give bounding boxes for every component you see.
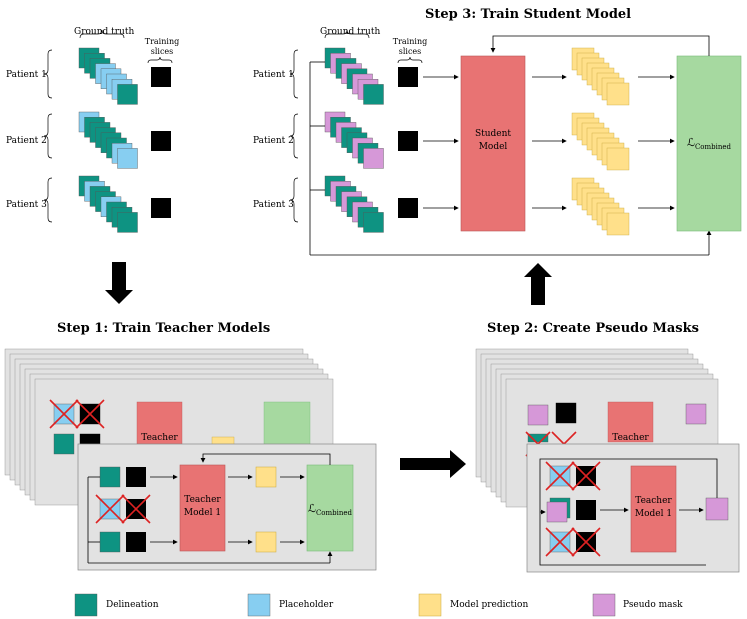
big-arrow-right bbox=[400, 450, 466, 478]
legend-label-pseudo: Pseudo mask bbox=[623, 600, 683, 610]
step2-title: Step 2: Create Pseudo Masks bbox=[487, 321, 699, 336]
ground-truth-overview bbox=[43, 29, 173, 233]
teacher-loss-box bbox=[306, 464, 354, 552]
legend-swatch-placeholder bbox=[247, 593, 271, 617]
training-slice-image bbox=[151, 131, 171, 151]
patient-3-label: Patient 3 bbox=[6, 200, 47, 210]
loss-combined-label: ℒCombined bbox=[687, 136, 731, 152]
loss-combined-box bbox=[676, 55, 742, 232]
legend-label-placeholder: Placeholder bbox=[279, 600, 334, 610]
partial-delineation bbox=[527, 433, 549, 443]
ground-truth-slice bbox=[117, 212, 138, 233]
ground-truth-slice bbox=[117, 148, 138, 169]
legend-swatch-pseudo bbox=[592, 593, 616, 617]
ground-truth-label: Ground truth bbox=[74, 27, 135, 37]
patient-3-label-step3: Patient 3 bbox=[253, 200, 294, 210]
patient-1-label-step3: Patient 1 bbox=[253, 70, 294, 80]
training-slice-image bbox=[151, 198, 171, 218]
patient-1-label: Patient 1 bbox=[6, 70, 47, 80]
partial-teacher-box bbox=[607, 401, 654, 443]
legend-label-prediction: Model prediction bbox=[450, 600, 529, 610]
prediction-slice bbox=[606, 82, 630, 106]
step3-diagram bbox=[289, 29, 742, 256]
partial-delineation bbox=[53, 433, 75, 455]
legend-swatch-delineation bbox=[74, 593, 98, 617]
prediction-slice bbox=[606, 212, 630, 236]
patient-2-label-step3: Patient 2 bbox=[253, 136, 294, 146]
teacher-loss-label: ℒCombined bbox=[308, 502, 352, 518]
ground-truth-slice bbox=[363, 148, 384, 169]
prediction-slice bbox=[606, 147, 630, 171]
step1-diagram bbox=[4, 348, 377, 571]
ground-truth-slice bbox=[363, 212, 384, 233]
training-slice-image bbox=[151, 67, 171, 87]
student-model-box bbox=[460, 55, 526, 232]
big-arrow-up bbox=[524, 263, 552, 305]
legend-label-delineation: Delineation bbox=[106, 600, 159, 610]
partial-slice bbox=[555, 402, 577, 424]
exclusion-cross bbox=[49, 399, 79, 429]
teacher-model-box bbox=[179, 464, 226, 552]
step1-title: Step 1: Train Teacher Models bbox=[57, 321, 271, 336]
ground-truth-slice bbox=[117, 84, 138, 105]
ground-truth-slice bbox=[363, 84, 384, 105]
teacher-model-box-2 bbox=[630, 465, 677, 553]
patient-2-label: Patient 2 bbox=[6, 136, 47, 146]
partial-pseudo bbox=[527, 404, 549, 426]
step2-diagram bbox=[475, 348, 740, 573]
exclusion-cross bbox=[75, 399, 105, 429]
legend-swatch-prediction bbox=[418, 593, 442, 617]
teacher-partial-label-2: Teacher bbox=[612, 433, 649, 443]
partial-pseudo-out bbox=[685, 403, 707, 425]
ground-truth-label-step3: Ground truth bbox=[320, 27, 381, 37]
teacher-partial-label: Teacher bbox=[141, 433, 178, 443]
big-arrow-down bbox=[105, 262, 133, 304]
step3-title: Step 3: Train Student Model bbox=[425, 7, 632, 22]
